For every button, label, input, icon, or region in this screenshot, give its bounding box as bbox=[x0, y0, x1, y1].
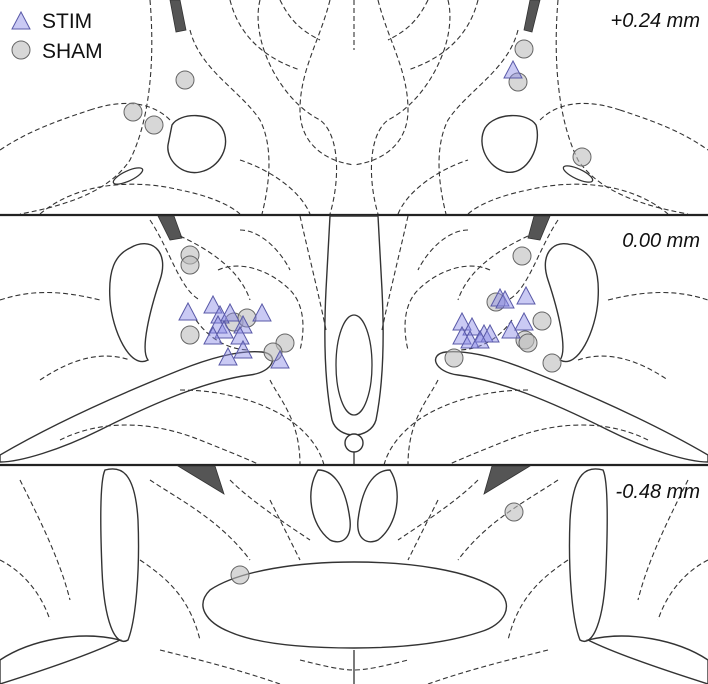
capsule-strip-left bbox=[100, 468, 140, 643]
stim-marker bbox=[214, 319, 234, 339]
sham-marker bbox=[514, 39, 534, 59]
stim-marker bbox=[452, 325, 472, 345]
stim-marker bbox=[452, 311, 472, 331]
commissure-arm-left bbox=[0, 350, 274, 463]
section-panel-middle bbox=[0, 215, 708, 466]
central-oval bbox=[202, 561, 508, 649]
stim-marker bbox=[233, 339, 253, 359]
commissure-arm-right bbox=[434, 350, 708, 463]
stim-marker bbox=[470, 329, 490, 349]
stim-marker bbox=[503, 59, 523, 79]
stim-marker bbox=[178, 301, 198, 321]
legend-stim-label: STIM bbox=[42, 10, 92, 33]
sham-marker bbox=[444, 348, 464, 368]
stim-marker bbox=[490, 287, 510, 307]
legend-stim-marker bbox=[11, 10, 31, 30]
stim-marker bbox=[514, 311, 534, 331]
sham-marker bbox=[512, 246, 532, 266]
stim-marker bbox=[252, 302, 272, 322]
internal-capsule-left bbox=[108, 243, 164, 363]
ventricle-tip-right bbox=[523, 0, 541, 33]
placement-markers bbox=[123, 39, 592, 585]
sham-marker bbox=[175, 70, 195, 90]
stim-marker bbox=[203, 325, 223, 345]
anterior-commissure-right bbox=[481, 114, 538, 173]
coordinate-label-top: +0.24 mm bbox=[611, 10, 700, 32]
stim-marker bbox=[218, 346, 238, 366]
sham-marker bbox=[532, 311, 552, 331]
sham-marker bbox=[180, 255, 200, 275]
sham-marker bbox=[518, 333, 538, 353]
ventricle-tip-left bbox=[169, 0, 187, 33]
stim-marker bbox=[203, 294, 223, 314]
stim-marker bbox=[460, 329, 480, 349]
section-panel-bottom bbox=[0, 465, 708, 684]
stim-marker bbox=[480, 323, 500, 343]
stim-marker bbox=[270, 349, 290, 369]
stim-marker bbox=[230, 325, 250, 345]
midline-septum bbox=[324, 215, 384, 436]
sham-marker bbox=[230, 565, 250, 585]
capsule-strip-right bbox=[568, 468, 608, 643]
internal-capsule-right bbox=[544, 243, 600, 363]
anterior-commissure-left bbox=[167, 114, 227, 174]
legend-sham-label: SHAM bbox=[42, 40, 103, 63]
stim-marker bbox=[516, 285, 536, 305]
coordinate-label-middle: 0.00 mm bbox=[622, 230, 700, 252]
coordinate-label-bottom: -0.48 mm bbox=[616, 481, 700, 503]
midline-canal bbox=[344, 433, 364, 453]
sham-marker bbox=[237, 308, 257, 328]
sham-marker bbox=[572, 147, 592, 167]
sham-marker bbox=[542, 353, 562, 373]
sham-marker bbox=[504, 502, 524, 522]
sham-marker bbox=[180, 325, 200, 345]
stim-marker bbox=[220, 302, 240, 322]
sham-marker bbox=[144, 115, 164, 135]
legend-sham-marker bbox=[11, 40, 31, 60]
stim-marker bbox=[495, 289, 515, 309]
sham-marker bbox=[123, 102, 143, 122]
legend: STIM SHAM bbox=[11, 10, 103, 63]
section-panel-top bbox=[0, 0, 708, 215]
